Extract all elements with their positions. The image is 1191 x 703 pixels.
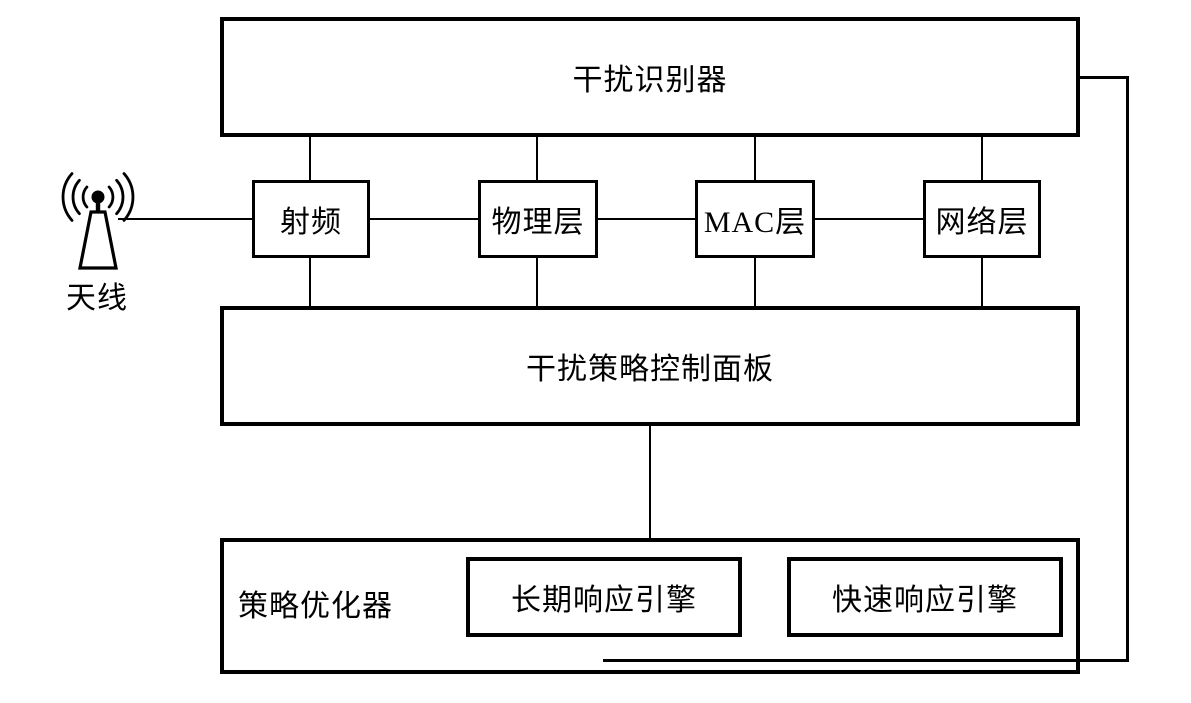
connector-identifier-mac [754, 137, 756, 180]
connector-rf-physical [370, 218, 478, 220]
long-term-response-engine-label: 长期响应引擎 [511, 584, 697, 617]
interference-identifier-label: 干扰识别器 [572, 64, 728, 97]
connector-antenna-rf [118, 218, 252, 220]
feedback-line-right [1126, 76, 1129, 662]
rf-box: 射频 [252, 180, 370, 258]
rf-label: 射频 [280, 206, 342, 239]
network-layer-label: 网络层 [935, 206, 1029, 239]
connector-identifier-rf [309, 137, 311, 180]
physical-layer-label: 物理层 [491, 206, 585, 239]
mac-layer-label: MAC层 [703, 206, 807, 239]
connector-panel-optimizer [649, 426, 651, 538]
feedback-line-identifier [1080, 76, 1128, 79]
connector-identifier-physical [536, 137, 538, 180]
fast-response-engine-label: 快速响应引擎 [832, 584, 1018, 617]
connector-network-panel [981, 258, 983, 306]
connector-identifier-network [981, 137, 983, 180]
connector-mac-panel [754, 258, 756, 306]
long-term-response-engine-box: 长期响应引擎 [466, 557, 742, 637]
interference-identifier-box: 干扰识别器 [220, 17, 1080, 137]
connector-physical-mac [598, 218, 695, 220]
feedback-line-bottom [603, 659, 1129, 662]
connector-rf-panel [309, 258, 311, 306]
strategy-control-panel-label: 干扰策略控制面板 [526, 353, 774, 386]
antenna-label: 天线 [66, 282, 128, 315]
antenna-icon [61, 172, 135, 270]
physical-layer-box: 物理层 [478, 180, 598, 258]
fast-response-engine-box: 快速响应引擎 [787, 557, 1063, 637]
connector-mac-network [815, 218, 923, 220]
strategy-optimizer-label: 策略优化器 [238, 590, 393, 623]
mac-layer-box: MAC层 [695, 180, 815, 258]
connector-physical-panel [536, 258, 538, 306]
strategy-control-panel-box: 干扰策略控制面板 [220, 306, 1080, 426]
network-layer-box: 网络层 [923, 180, 1041, 258]
